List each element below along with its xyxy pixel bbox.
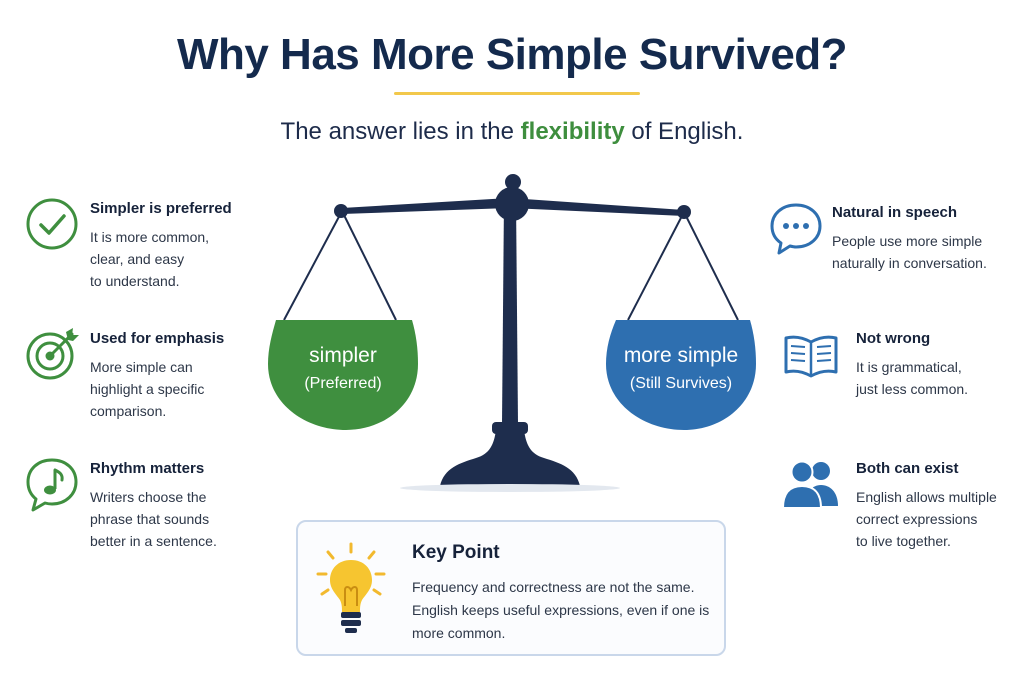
feature-title: Not wrong (856, 330, 931, 347)
feature-desc: More simple can highlight a specific com… (90, 359, 205, 419)
scale-base-shadow (400, 484, 620, 492)
key-point-title: Key Point (412, 542, 500, 563)
left-pan (268, 320, 418, 430)
check-circle-icon (24, 196, 82, 254)
feature-title: Used for emphasis (90, 330, 225, 347)
scale-pivot (495, 187, 529, 221)
open-book-icon (782, 328, 840, 386)
scale-base (440, 430, 580, 486)
lightbulb-icon (316, 542, 386, 642)
feature-desc: People use more simple naturally in conv… (832, 233, 987, 271)
key-point-desc: Frequency and correctness are not the sa… (412, 579, 710, 641)
key-point-box: Key Point Frequency and correctness are … (296, 520, 726, 656)
left-chain (341, 210, 397, 321)
feature-title: Simpler is preferred (90, 200, 232, 217)
title-underline (394, 92, 640, 95)
scale-top-knob (505, 174, 521, 190)
subtitle: The answer lies in the flexibility of En… (0, 118, 1024, 146)
right-pan-sublabel: (Still Survives) (630, 375, 732, 392)
feature-desc: Writers choose the phrase that sounds be… (90, 489, 217, 549)
right-pan (606, 320, 756, 430)
scale-post (502, 198, 518, 424)
subtitle-highlight: flexibility (520, 118, 625, 145)
right-pan-label: more simple (624, 344, 738, 367)
feature-desc: It is more common, clear, and easy to un… (90, 229, 210, 289)
people-icon (780, 456, 838, 514)
right-chain (683, 211, 739, 321)
music-note-bubble-icon (24, 456, 82, 514)
left-chain (283, 210, 343, 321)
page-title: Why Has More Simple Survived? (176, 30, 848, 79)
right-chain (627, 211, 685, 321)
subtitle-before: The answer lies in the (280, 118, 521, 145)
feature-title: Both can exist (856, 460, 959, 477)
target-icon (24, 326, 82, 384)
balance-scale: simpler (Preferred) more simple (Still S… (268, 174, 756, 492)
scale-base-cap (492, 422, 528, 434)
speech-bubble-icon (768, 200, 826, 258)
right-beam-end (677, 205, 691, 219)
left-pan-label: simpler (309, 344, 377, 367)
feature-desc: It is grammatical, just less common. (856, 359, 969, 397)
feature-desc: English allows multiple correct expressi… (856, 489, 997, 549)
feature-title: Natural in speech (832, 204, 958, 221)
left-pan-sublabel: (Preferred) (304, 375, 381, 392)
feature-title: Rhythm matters (90, 460, 205, 477)
subtitle-after: of English. (624, 118, 744, 145)
left-beam-end (334, 204, 348, 218)
